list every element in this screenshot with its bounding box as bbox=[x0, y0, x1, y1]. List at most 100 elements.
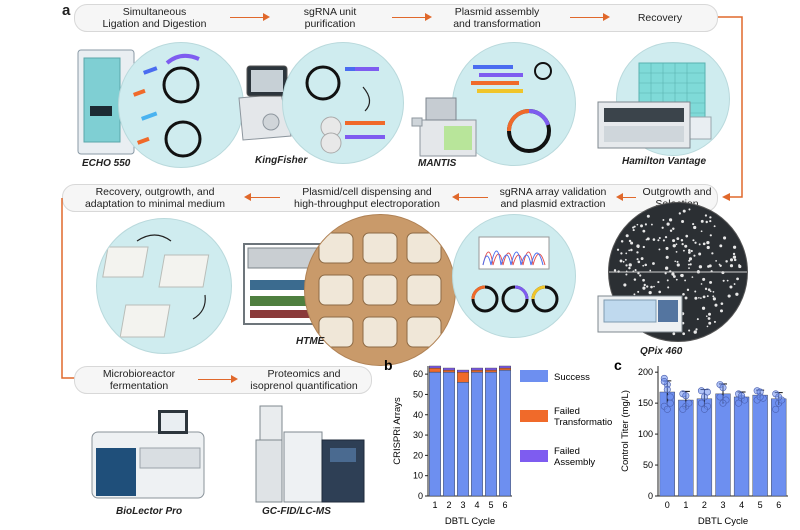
colony-dot bbox=[712, 295, 715, 298]
chart-b-bar-segment bbox=[443, 371, 455, 497]
colony-dot bbox=[700, 283, 703, 285]
colony-dot bbox=[651, 223, 653, 226]
chart-b-bar-segment bbox=[471, 371, 483, 497]
colony-dot bbox=[640, 257, 644, 261]
chart-b-bar-segment bbox=[471, 367, 483, 371]
chart-c-point bbox=[700, 405, 708, 413]
kingfisher-circle bbox=[282, 42, 404, 164]
recovery-plates-circle bbox=[96, 218, 232, 354]
colony-dot bbox=[706, 240, 710, 245]
colony-dot bbox=[706, 325, 709, 328]
chart-c-point bbox=[697, 387, 705, 395]
colony-dot bbox=[620, 252, 623, 255]
chart-c-point bbox=[719, 399, 727, 407]
colony-dot bbox=[625, 264, 628, 267]
colony-dot bbox=[704, 214, 708, 217]
colony-dot bbox=[685, 234, 689, 238]
colony-dot bbox=[657, 280, 660, 284]
colony-dot bbox=[684, 279, 687, 282]
colony-dot bbox=[648, 291, 652, 295]
colony-dot bbox=[712, 297, 716, 301]
row1-banner bbox=[74, 4, 718, 32]
colony-dot bbox=[723, 236, 727, 240]
colony-dot bbox=[650, 285, 653, 289]
colony-dot bbox=[688, 251, 691, 254]
chart-b-ytick-label: 50 bbox=[413, 389, 423, 399]
chart-b-ytick-label: 0 bbox=[418, 491, 423, 501]
chart-b-legend-label: Failed bbox=[554, 446, 580, 457]
chart-b-bar-segment bbox=[499, 365, 511, 369]
chart-b-bar-segment bbox=[457, 382, 469, 497]
colony-dot bbox=[681, 219, 685, 223]
chart-b-xtick-label: 4 bbox=[474, 500, 479, 510]
colony-dot bbox=[644, 263, 647, 267]
colony-dot bbox=[613, 269, 617, 272]
validation-circle bbox=[452, 214, 576, 338]
row2-step3: sgRNA array validation and plasmid extra… bbox=[488, 186, 618, 210]
colony-dot bbox=[725, 260, 728, 263]
chart-c-point bbox=[660, 377, 668, 385]
colony-dot bbox=[693, 330, 697, 334]
colony-dot bbox=[636, 258, 639, 261]
colony-dot bbox=[619, 259, 623, 263]
colony-dot bbox=[682, 332, 686, 336]
colony-dot bbox=[662, 219, 665, 221]
colony-dot bbox=[688, 267, 690, 270]
chart-c-xtick-label: 3 bbox=[720, 500, 725, 510]
colony-dot bbox=[696, 318, 699, 321]
chart-b-legend-swatch bbox=[520, 410, 548, 422]
colony-dot bbox=[704, 287, 708, 290]
panel-a-label: a bbox=[62, 2, 71, 19]
colony-dot bbox=[733, 258, 737, 262]
row1-step3-line2: and transformation bbox=[453, 18, 541, 30]
colony-dot bbox=[690, 249, 693, 253]
hamilton-machine bbox=[596, 96, 692, 152]
colony-dot bbox=[688, 208, 691, 211]
row2-arrow3 bbox=[616, 193, 636, 201]
colony-dot bbox=[733, 245, 737, 249]
colony-dot bbox=[642, 245, 645, 249]
chart-b-bar-segment bbox=[457, 369, 469, 373]
chart-b-bar-segment bbox=[485, 371, 497, 497]
colony-dot bbox=[675, 243, 678, 246]
colony-dot bbox=[698, 243, 701, 246]
colony-dot bbox=[689, 263, 692, 266]
kingfisher-machine bbox=[233, 58, 303, 148]
colony-dot bbox=[680, 239, 684, 242]
colony-dot bbox=[709, 290, 712, 293]
chart-c-bar bbox=[696, 398, 713, 497]
colony-dot bbox=[719, 244, 723, 248]
chart-c-point bbox=[772, 405, 780, 413]
panel-b-label: b bbox=[384, 357, 393, 373]
colony-dot bbox=[664, 272, 667, 275]
chart-c-point bbox=[663, 386, 671, 394]
colony-dot bbox=[691, 276, 694, 278]
chart-c-xtick-label: 5 bbox=[758, 500, 763, 510]
colony-dot bbox=[709, 280, 713, 284]
chart-c-point bbox=[703, 388, 711, 396]
row3-step2: Proteomics and isoprenol quantification bbox=[240, 368, 368, 392]
chart-c-point bbox=[756, 393, 764, 401]
colony-dot bbox=[702, 277, 706, 281]
colony-dot bbox=[686, 288, 690, 292]
chart-b-ytick-label: 20 bbox=[413, 450, 423, 460]
colony-dot bbox=[693, 254, 696, 257]
row2-step1-line1: Recovery, outgrowth, and bbox=[95, 186, 215, 198]
row1-step3-line1: Plasmid assembly bbox=[454, 6, 540, 18]
chart-b-ytick-label: 10 bbox=[413, 471, 423, 481]
chart-b-ytick-label: 30 bbox=[413, 430, 423, 440]
colony-dot bbox=[688, 329, 691, 332]
row-connector-left bbox=[61, 198, 84, 382]
colony-dot bbox=[729, 264, 734, 268]
colony-dot bbox=[719, 264, 722, 267]
chart-c-point bbox=[735, 399, 743, 407]
htme-machine bbox=[236, 236, 332, 332]
qpix-machine bbox=[596, 286, 684, 336]
colony-dot bbox=[633, 225, 636, 228]
row2-arrow1 bbox=[244, 193, 280, 201]
htme-label: HTME bbox=[296, 336, 325, 347]
chart-b-legend-label: Transformation bbox=[554, 417, 612, 428]
row1-step3: Plasmid assembly and transformation bbox=[432, 6, 562, 30]
chart-c-xtick-label: 4 bbox=[739, 500, 744, 510]
